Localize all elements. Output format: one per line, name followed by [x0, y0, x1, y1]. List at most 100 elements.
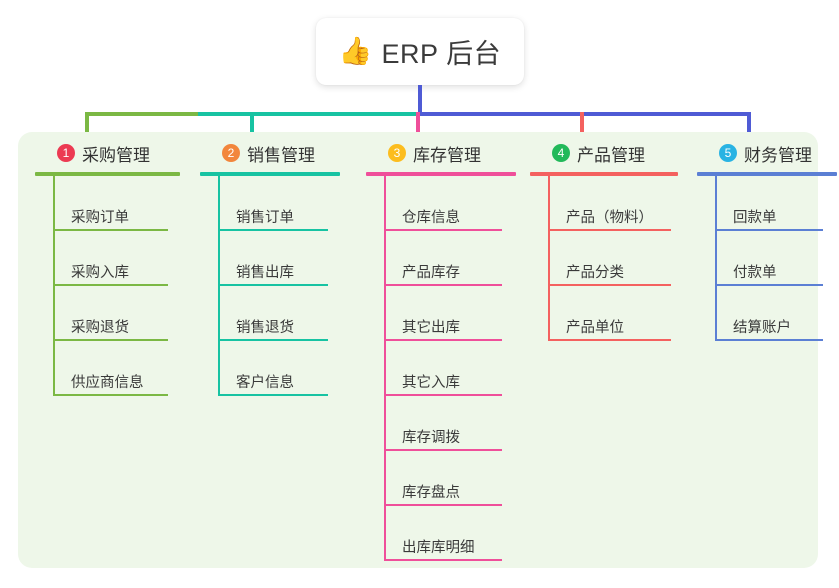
column-badge-2: 2 [222, 144, 240, 162]
branch-spine-1 [53, 176, 55, 396]
column-header-5[interactable]: 5 财务管理 [697, 140, 837, 166]
column-header-rule-5 [697, 172, 837, 176]
leaf-item[interactable]: 其它出库 [384, 286, 502, 341]
root-node-card[interactable]: 👍 ERP 后台 [316, 18, 524, 85]
leaf-item-label: 库存调拨 [402, 430, 460, 447]
leaf-item-rule [218, 229, 328, 231]
branch-spine-2 [218, 176, 220, 396]
leaf-item-label: 回款单 [733, 210, 777, 227]
leaf-item-label: 产品单位 [566, 320, 624, 337]
column-badge-1: 1 [57, 144, 75, 162]
leaf-item-label: 产品库存 [402, 265, 460, 282]
leaf-item-label: 其它入库 [402, 375, 460, 392]
column-header-rule-2 [200, 172, 340, 176]
leaf-item-rule [384, 284, 502, 286]
column-title-3: 库存管理 [413, 145, 481, 165]
leaf-item[interactable]: 产品单位 [548, 286, 671, 341]
leaf-item-rule [53, 284, 168, 286]
column-header-4[interactable]: 4 产品管理 [530, 140, 678, 166]
leaf-item-rule [715, 284, 823, 286]
leaf-item[interactable]: 出库库明细 [384, 506, 502, 561]
leaf-item-rule [53, 394, 168, 396]
leaf-item-rule [384, 449, 502, 451]
leaf-item[interactable]: 客户信息 [218, 341, 328, 396]
leaf-item-label: 产品（物料） [566, 210, 653, 227]
leaf-item-label: 销售订单 [236, 210, 294, 227]
leaf-item-rule [548, 339, 671, 341]
leaf-item-label: 仓库信息 [402, 210, 460, 227]
column-2: 2 销售管理销售订单销售出库销售退货客户信息 [200, 140, 340, 396]
column-title-1: 采购管理 [82, 145, 150, 165]
branch-3: 仓库信息产品库存其它出库其它入库库存调拨库存盘点出库库明细 [366, 176, 516, 561]
trunk-line-vertical [418, 85, 422, 114]
leaf-item-rule [218, 284, 328, 286]
branch-spine-3 [384, 176, 386, 561]
leaf-item[interactable]: 供应商信息 [53, 341, 168, 396]
leaf-item[interactable]: 产品库存 [384, 231, 502, 286]
leaf-item-rule [218, 339, 328, 341]
leaf-item-label: 客户信息 [236, 375, 294, 392]
branch-4: 产品（物料） 产品分类产品单位 [530, 176, 678, 341]
leaf-item-label: 出库库明细 [402, 540, 475, 557]
column-1: 1 采购管理采购订单采购入库采购退货供应商信息 [35, 140, 180, 396]
leaf-item-label: 库存盘点 [402, 485, 460, 502]
leaf-item[interactable]: 采购退货 [53, 286, 168, 341]
column-header-2[interactable]: 2 销售管理 [200, 140, 340, 166]
column-badge-3: 3 [388, 144, 406, 162]
leaf-item-label: 结算账户 [733, 320, 791, 337]
column-3: 3 库存管理仓库信息产品库存其它出库其它入库库存调拨库存盘点出库库明细 [366, 140, 516, 561]
connector-bar-teal [198, 112, 420, 116]
leaf-item-rule [548, 284, 671, 286]
leaf-item[interactable]: 销售出库 [218, 231, 328, 286]
column-badge-4: 4 [552, 144, 570, 162]
leaf-item[interactable]: 销售退货 [218, 286, 328, 341]
leaf-item[interactable]: 库存盘点 [384, 451, 502, 506]
leaf-item[interactable]: 产品（物料） [548, 176, 671, 231]
leaf-item-rule [384, 229, 502, 231]
leaf-item-label: 销售出库 [236, 265, 294, 282]
column-header-1[interactable]: 1 采购管理 [35, 140, 180, 166]
column-title-5: 财务管理 [744, 145, 812, 165]
leaf-item-rule [384, 394, 502, 396]
column-5: 5 财务管理回款单付款单结算账户 [697, 140, 837, 341]
leaf-item[interactable]: 库存调拨 [384, 396, 502, 451]
leaf-item-rule [53, 339, 168, 341]
leaf-item[interactable]: 采购入库 [53, 231, 168, 286]
leaf-item-rule [715, 229, 823, 231]
column-badge-5: 5 [719, 144, 737, 162]
leaf-item-rule [384, 339, 502, 341]
connector-bar-green [85, 112, 200, 116]
leaf-item-rule [384, 559, 502, 561]
branch-5: 回款单付款单结算账户 [697, 176, 837, 341]
leaf-item[interactable]: 其它入库 [384, 341, 502, 396]
leaf-item-label: 销售退货 [236, 320, 294, 337]
leaf-item-label: 产品分类 [566, 265, 624, 282]
leaf-item[interactable]: 销售订单 [218, 176, 328, 231]
leaf-item-rule [384, 504, 502, 506]
column-title-4: 产品管理 [577, 145, 645, 165]
branch-1: 采购订单采购入库采购退货供应商信息 [35, 176, 180, 396]
root-node-title: ERP 后台 [381, 39, 502, 69]
branch-spine-4 [548, 176, 550, 341]
leaf-item-label: 采购订单 [71, 210, 129, 227]
leaf-item-rule [53, 229, 168, 231]
leaf-item-label: 付款单 [733, 265, 777, 282]
branch-spine-5 [715, 176, 717, 341]
connector-bar-indigo [418, 112, 751, 116]
leaf-item[interactable]: 回款单 [715, 176, 823, 231]
leaf-item[interactable]: 采购订单 [53, 176, 168, 231]
leaf-item-rule [715, 339, 823, 341]
column-header-rule-4 [530, 172, 678, 176]
column-title-2: 销售管理 [247, 145, 315, 165]
leaf-item-rule [548, 229, 671, 231]
leaf-item-rule [218, 394, 328, 396]
leaf-item-label: 其它出库 [402, 320, 460, 337]
leaf-item[interactable]: 仓库信息 [384, 176, 502, 231]
leaf-item[interactable]: 付款单 [715, 231, 823, 286]
leaf-item[interactable]: 结算账户 [715, 286, 823, 341]
leaf-item-label: 供应商信息 [71, 375, 144, 392]
column-header-3[interactable]: 3 库存管理 [366, 140, 516, 166]
column-4: 4 产品管理产品（物料） 产品分类产品单位 [530, 140, 678, 341]
leaf-item[interactable]: 产品分类 [548, 231, 671, 286]
diagram-panel [18, 132, 818, 568]
